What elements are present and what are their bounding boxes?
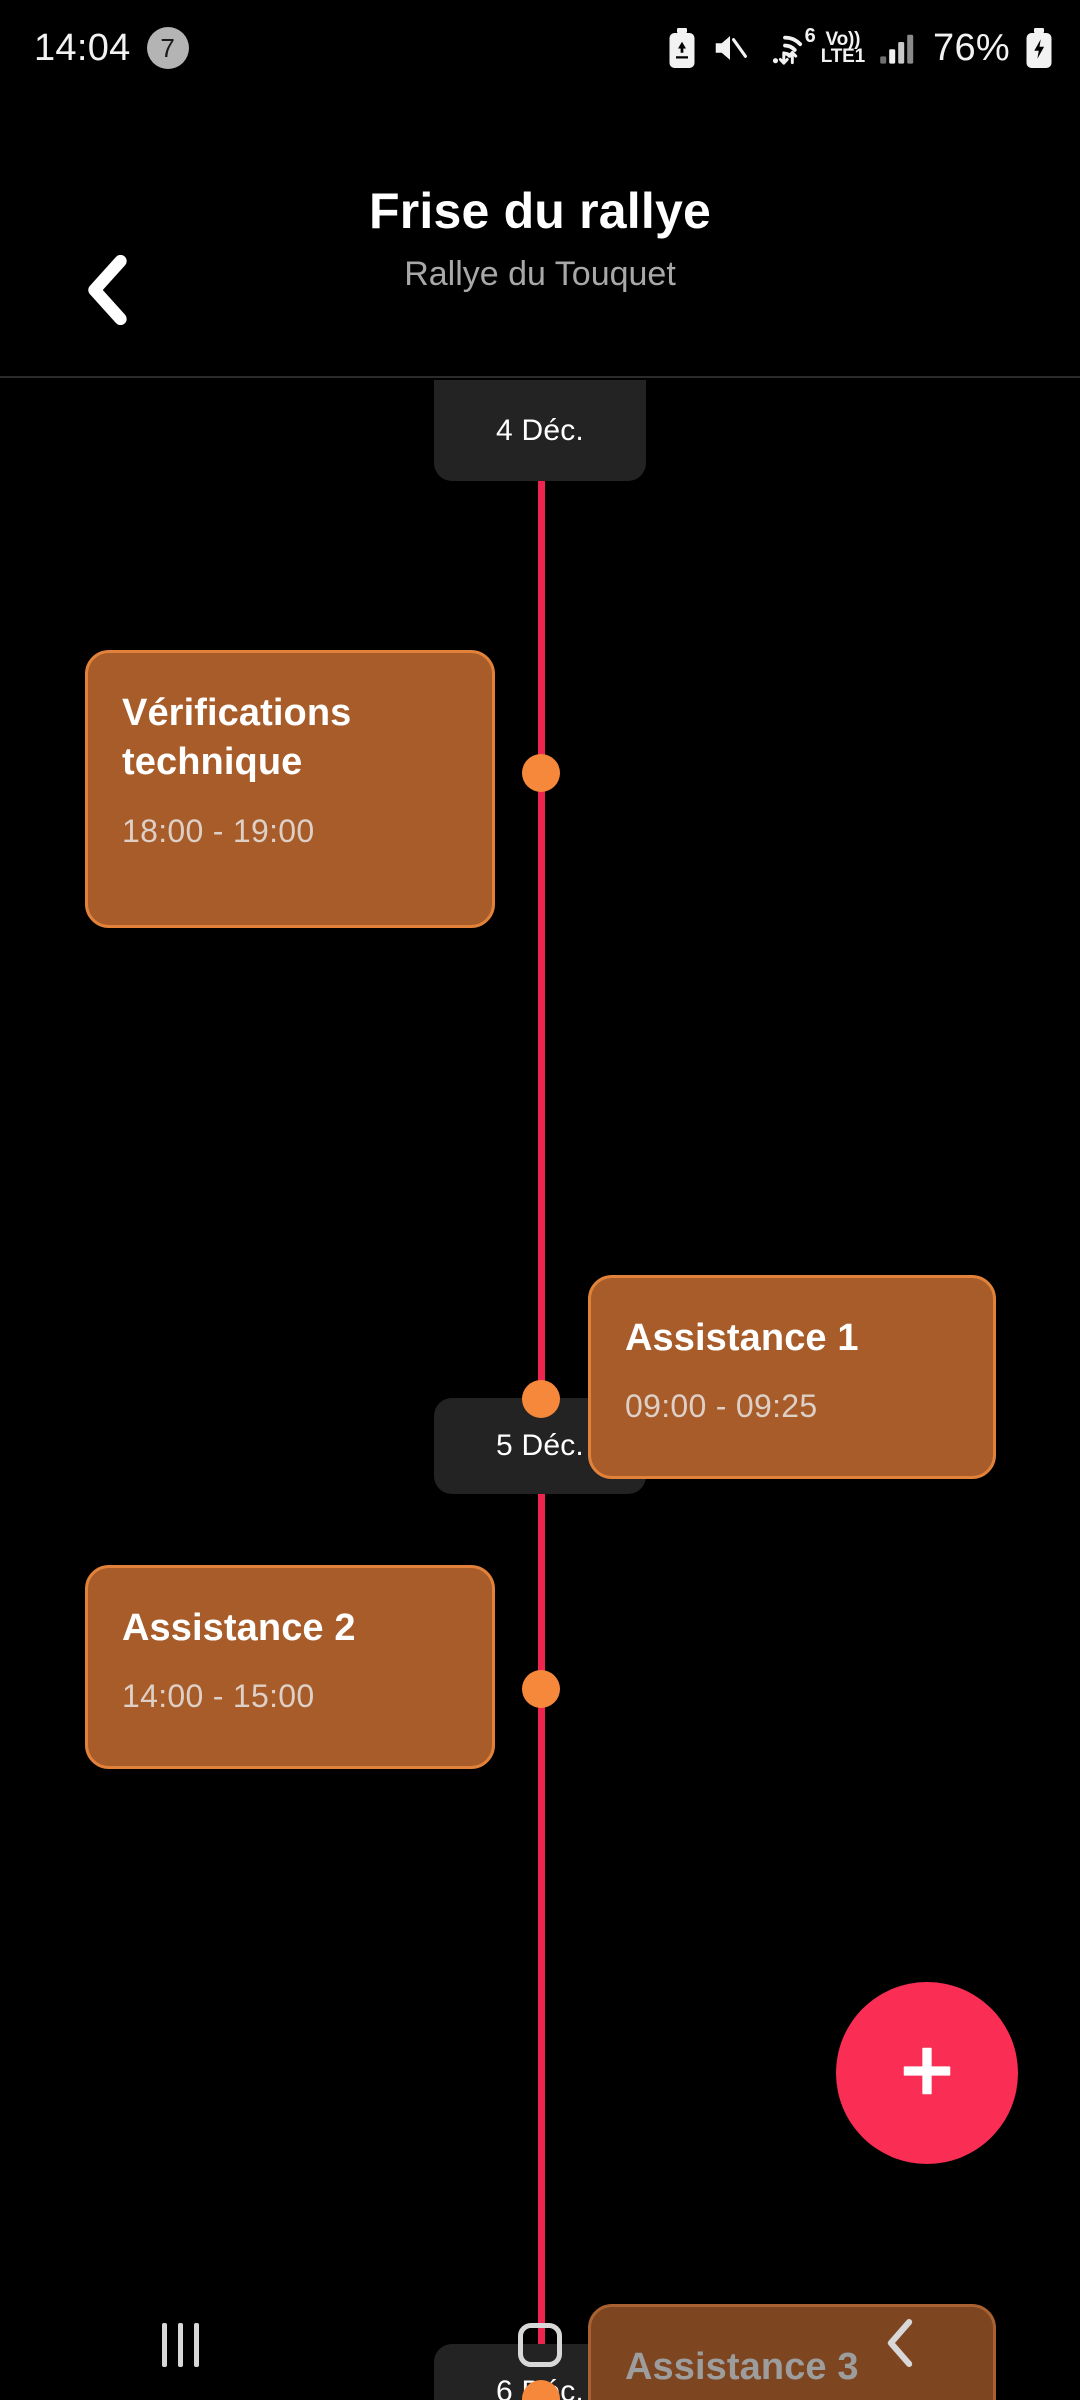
notification-count-badge: 7: [146, 27, 189, 69]
add-event-fab[interactable]: [836, 1982, 1018, 2164]
event-title: Assistance 2: [122, 1607, 356, 1649]
battery-charging-icon: [1024, 28, 1054, 68]
volte-top-label: Vo)): [825, 28, 861, 50]
nav-recents-button[interactable]: [80, 2290, 280, 2400]
wifi-icon: 6: [763, 25, 816, 68]
status-bar: 14:04 7: [0, 0, 1080, 96]
volume-mute-icon: [711, 30, 749, 66]
event-dot-4: [522, 2380, 560, 2400]
chevron-left-icon: [80, 254, 134, 330]
back-icon: [880, 2317, 920, 2374]
back-button[interactable]: [62, 247, 152, 337]
plus-icon: [896, 2040, 958, 2107]
nav-home-button[interactable]: [440, 2290, 640, 2400]
event-time: 18:00 - 19:00: [122, 812, 315, 849]
date-chip-1[interactable]: 4 Déc.: [434, 380, 646, 481]
battery-percent-label: 76%: [933, 27, 1010, 69]
home-icon: [518, 2323, 562, 2367]
event-time: 09:00 - 09:25: [625, 1388, 818, 1425]
event-time: 14:00 - 15:00: [122, 1678, 315, 1715]
volte-network-label: LTE1: [820, 46, 866, 67]
event-card-4[interactable]: Assistance 3: [588, 2304, 996, 2400]
app-header: Frise du rallye Rallye du Touquet: [0, 96, 1080, 378]
event-card-3[interactable]: Assistance 2 14:00 - 15:00: [85, 1565, 495, 1769]
event-title: Vérifications technique: [122, 692, 352, 784]
event-title: Assistance 1: [625, 1317, 859, 1359]
cellular-signal-icon: [879, 30, 915, 66]
event-title: Assistance 3: [625, 2346, 859, 2388]
status-bar-right: 6 Vo)) LTE1 76%: [667, 25, 1054, 69]
event-card-2[interactable]: Assistance 1 09:00 - 09:25: [588, 1275, 996, 1479]
recents-icon: [161, 2323, 199, 2367]
page-title: Frise du rallye: [368, 183, 712, 239]
nav-back-button[interactable]: [800, 2290, 1000, 2400]
volte-icon: Vo)) LTE1: [820, 28, 866, 67]
page-subtitle: Rallye du Touquet: [404, 255, 676, 293]
header-titles: Frise du rallye Rallye du Touquet: [0, 184, 1080, 293]
event-card-1[interactable]: Vérifications technique 18:00 - 19:00: [85, 650, 495, 928]
event-dot-3: [522, 1670, 560, 1708]
status-bar-left: 14:04 7: [34, 27, 189, 69]
wifi-generation-label: 6: [804, 25, 816, 47]
android-nav-bar: [0, 2290, 1080, 2400]
event-dot-1: [522, 754, 560, 792]
battery-saver-icon: [667, 28, 697, 68]
status-clock: 14:04: [34, 27, 131, 69]
event-dot-2: [522, 1380, 560, 1418]
